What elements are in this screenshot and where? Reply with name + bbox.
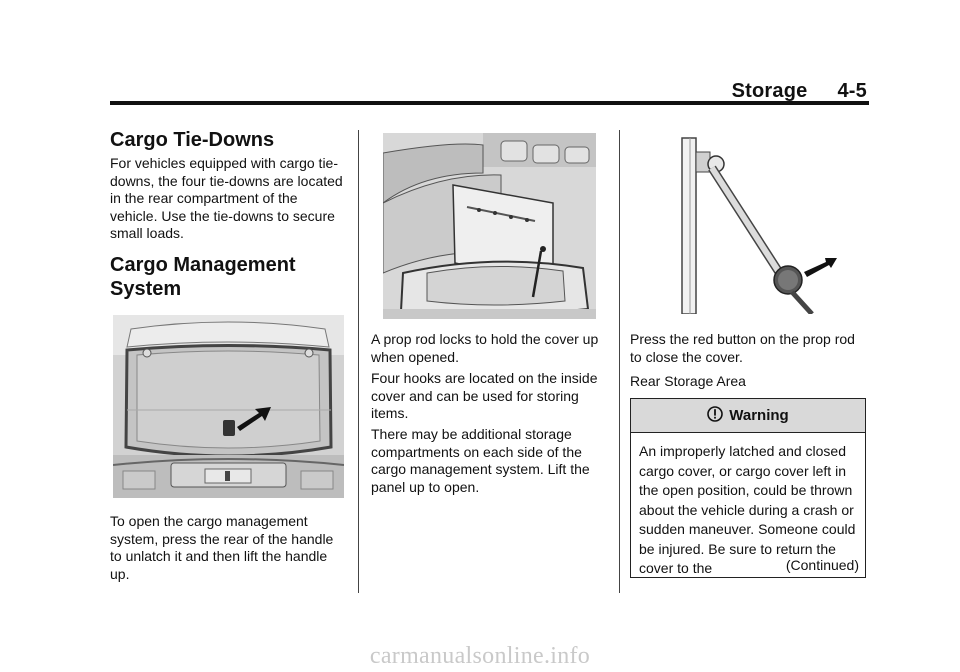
- cargo-floor-illustration: [113, 315, 344, 498]
- heading-cargo-management: Cargo Management System: [110, 254, 296, 300]
- header-rule: [110, 101, 869, 105]
- header-section-title: Storage: [731, 80, 808, 102]
- paragraph-prop-rod: A prop rod locks to hold the cover up wh…: [371, 331, 599, 365]
- subheading-rear-storage: Rear Storage Area: [630, 373, 746, 389]
- paragraph-hooks: Four hooks are located on the inside cov…: [371, 370, 598, 421]
- column-divider-2: [619, 130, 620, 593]
- warning-header: Warning: [631, 399, 865, 433]
- running-header: Storage 4-5: [732, 80, 867, 103]
- warning-text: An improperly latched and closed cargo c…: [639, 443, 856, 576]
- header-page-number: 4-5: [837, 80, 867, 102]
- paragraph-additional-storage: There may be additional storage compartm…: [371, 426, 590, 495]
- warning-icon: [707, 405, 724, 426]
- paragraph-press-button: Press the red button on the prop rod to …: [630, 331, 855, 365]
- heading-cargo-tie-downs: Cargo Tie-Downs: [110, 129, 275, 151]
- warning-title: Warning: [729, 407, 789, 424]
- prop-rod-button-illustration: [680, 132, 838, 314]
- paragraph-open-cargo: To open the cargo management system, pre…: [110, 513, 334, 582]
- column-divider-1: [358, 130, 359, 593]
- warning-box: Warning An improperly latched and closed…: [630, 398, 866, 578]
- prop-rod-cover-illustration: [383, 133, 596, 319]
- watermark-text: carmanualsonline.info: [369, 643, 591, 669]
- warning-continued: (Continued): [785, 557, 859, 573]
- paragraph-tie-downs: For vehicles equipped with cargo tie-dow…: [110, 155, 343, 241]
